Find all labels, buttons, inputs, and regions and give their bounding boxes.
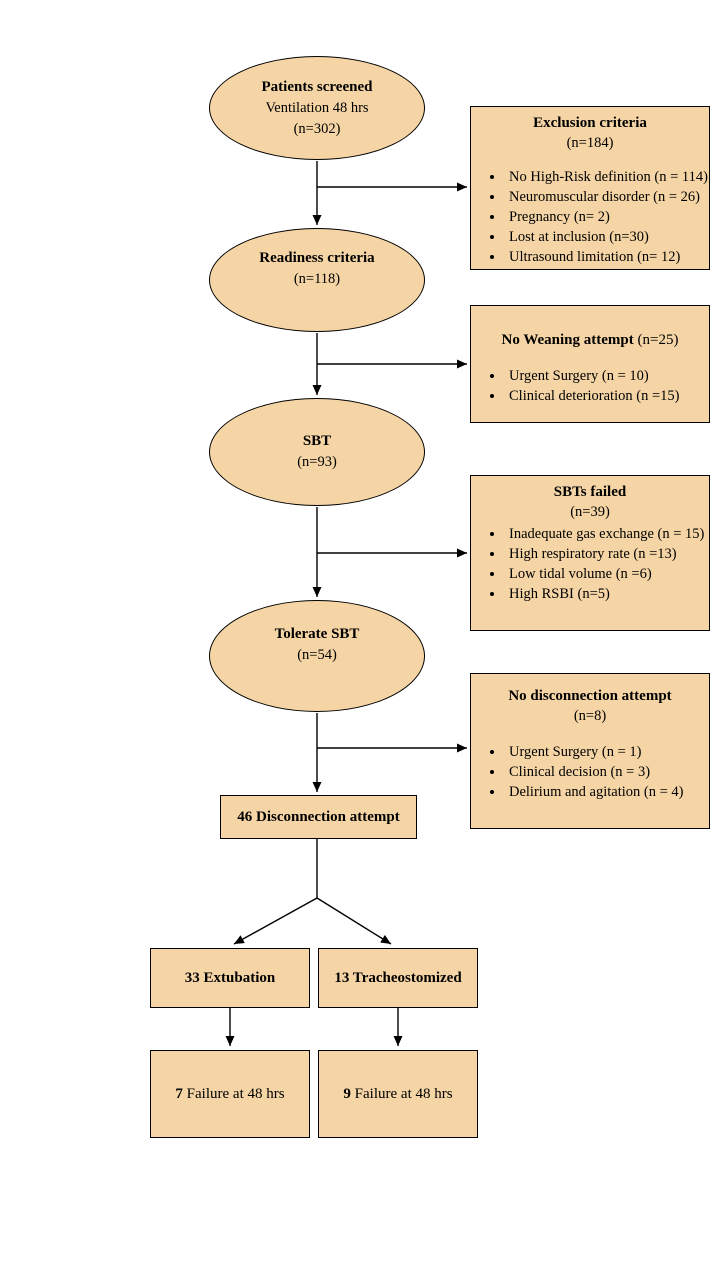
bullet-item: Clinical decision (n = 3) bbox=[505, 762, 709, 782]
node-sbt: SBT (n=93) bbox=[209, 398, 425, 506]
node-count: (n=54) bbox=[297, 647, 337, 663]
no-weaning-list: Urgent Surgery (n = 10)Clinical deterior… bbox=[471, 366, 709, 406]
bullet-item: Delirium and agitation (n = 4) bbox=[505, 782, 709, 802]
bullet-item: Lost at inclusion (n=30) bbox=[505, 227, 709, 247]
box-tracheostomized: 13 Tracheostomized bbox=[318, 948, 478, 1008]
node-title: Readiness criteria bbox=[259, 250, 375, 266]
node-count: (n=302) bbox=[293, 120, 341, 137]
box-label: 7 Failure at 48 hrs bbox=[175, 1085, 285, 1102]
node-title: Patients screened bbox=[261, 78, 373, 95]
box-disconnection-attempt: 46 Disconnection attempt bbox=[220, 795, 417, 839]
bullet-item: High respiratory rate (n =13) bbox=[505, 544, 709, 564]
box-label: 9 Failure at 48 hrs bbox=[343, 1085, 453, 1102]
box-sbts-failed: SBTs failed (n=39) Inadequate gas exchan… bbox=[470, 475, 710, 631]
bullet-item: Inadequate gas exchange (n = 15) bbox=[505, 524, 709, 544]
box-no-weaning-attempt: No Weaning attempt (n=25) Urgent Surgery… bbox=[470, 305, 710, 423]
node-patients-screened: Patients screened Ventilation 48 hrs (n=… bbox=[209, 56, 425, 160]
failure-count: 9 bbox=[343, 1085, 351, 1102]
box-title: No Weaning attempt (n=25) bbox=[501, 332, 679, 348]
box-title: SBTs failed bbox=[553, 484, 627, 500]
box-count: (n=25) bbox=[637, 332, 679, 348]
node-tolerate-sbt: Tolerate SBT (n=54) bbox=[209, 600, 425, 712]
box-no-disconnection-attempt: No disconnection attempt (n=8) Urgent Su… bbox=[470, 673, 710, 829]
node-title: Tolerate SBT bbox=[274, 626, 360, 642]
box-title: No disconnection attempt bbox=[508, 688, 672, 704]
box-failure-extubation: 7 Failure at 48 hrs bbox=[150, 1050, 310, 1138]
box-count: (n=8) bbox=[573, 708, 607, 724]
bullet-item: Ultrasound limitation (n= 12) bbox=[505, 247, 709, 267]
box-exclusion-criteria: Exclusion criteria (n=184) No High-Risk … bbox=[470, 106, 710, 270]
failure-count: 7 bbox=[175, 1085, 183, 1102]
bullet-item: Low tidal volume (n =6) bbox=[505, 564, 709, 584]
sbts-failed-list: Inadequate gas exchange (n = 15)High res… bbox=[471, 524, 709, 604]
node-readiness-criteria: Readiness criteria (n=118) bbox=[209, 228, 425, 332]
box-label: 46 Disconnection attempt bbox=[237, 808, 400, 825]
bullet-item: High RSBI (n=5) bbox=[505, 584, 709, 604]
box-count: (n=184) bbox=[566, 135, 614, 151]
bullet-item: Pregnancy (n= 2) bbox=[505, 207, 709, 227]
bullet-item: Clinical deterioration (n =15) bbox=[505, 386, 709, 406]
node-count: (n=118) bbox=[293, 271, 341, 287]
box-extubation: 33 Extubation bbox=[150, 948, 310, 1008]
box-label: 33 Extubation bbox=[184, 969, 276, 986]
box-failure-tracheostomized: 9 Failure at 48 hrs bbox=[318, 1050, 478, 1138]
no-disconnection-list: Urgent Surgery (n = 1)Clinical decision … bbox=[471, 742, 709, 802]
bullet-item: Urgent Surgery (n = 1) bbox=[505, 742, 709, 762]
box-count: (n=39) bbox=[570, 504, 610, 520]
box-label: 13 Tracheostomized bbox=[334, 969, 462, 986]
bullet-item: Urgent Surgery (n = 10) bbox=[505, 366, 709, 386]
node-title: SBT bbox=[302, 433, 332, 449]
node-count: (n=93) bbox=[297, 454, 337, 470]
node-subtitle: Ventilation 48 hrs bbox=[265, 99, 369, 116]
box-title: Exclusion criteria bbox=[533, 115, 647, 131]
bullet-item: Neuromuscular disorder (n = 26) bbox=[505, 187, 709, 207]
bullet-item: No High-Risk definition (n = 114) bbox=[505, 167, 709, 187]
exclusion-criteria-list: No High-Risk definition (n = 114)Neuromu… bbox=[471, 167, 709, 267]
